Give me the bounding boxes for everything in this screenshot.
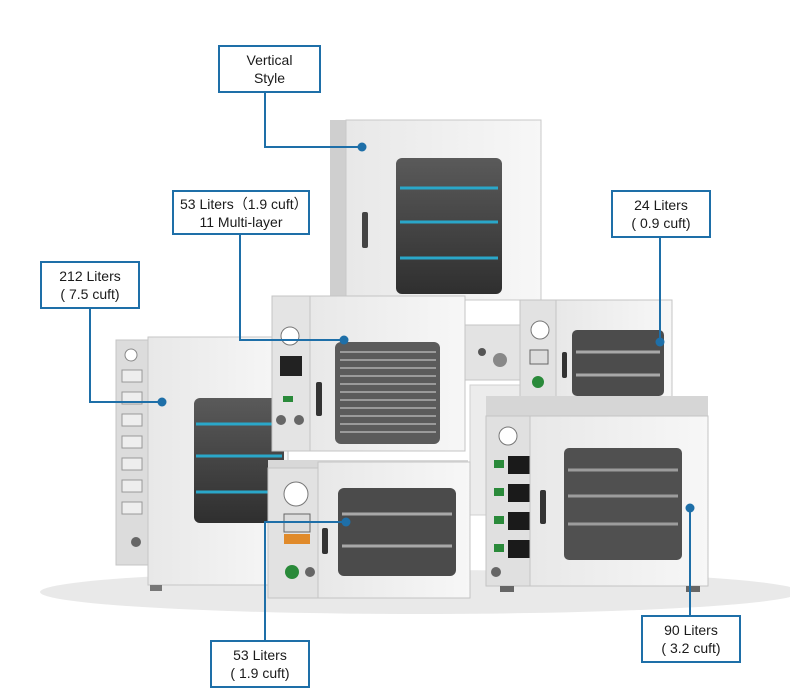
oven-24-liters [519,299,673,413]
callout-line: ( 1.9 cuft) [230,665,290,681]
callout-line: Vertical [246,52,293,68]
callout-line: 24 Liters [634,197,688,213]
oven-90-liters [485,396,709,592]
callout-line: 212 Liters [59,268,121,284]
callout-24-liters: 24 Liters ( 0.9 cuft) [611,190,711,238]
callout-53-liters-multilayer: 53 Liters（1.9 cuft） 11 Multi-layer [172,190,310,235]
oven-53-liters-multilayer [271,295,466,452]
callout-line: ( 0.9 cuft) [631,215,691,231]
oven-212-liters [115,336,289,591]
callout-212-liters: 212 Liters ( 7.5 cuft) [40,261,140,309]
callout-line: 53 Liters [233,647,287,663]
callout-line: Style [253,70,286,86]
callout-53-liters: 53 Liters ( 1.9 cuft) [210,640,310,688]
callout-line: ( 3.2 cuft) [661,640,721,656]
callout-vertical-style: Vertical Style [218,45,321,93]
callout-line: ( 7.5 cuft) [60,286,120,302]
callout-line: 53 Liters（1.9 cuft） [180,195,308,212]
leader-dots [157,142,695,527]
oven-53-liters [267,460,471,599]
callout-90-liters: 90 Liters ( 3.2 cuft) [641,615,741,663]
callout-line: 90 Liters [664,622,718,638]
callout-line: 11 Multi-layer [199,213,283,230]
leader-lines [89,92,691,640]
